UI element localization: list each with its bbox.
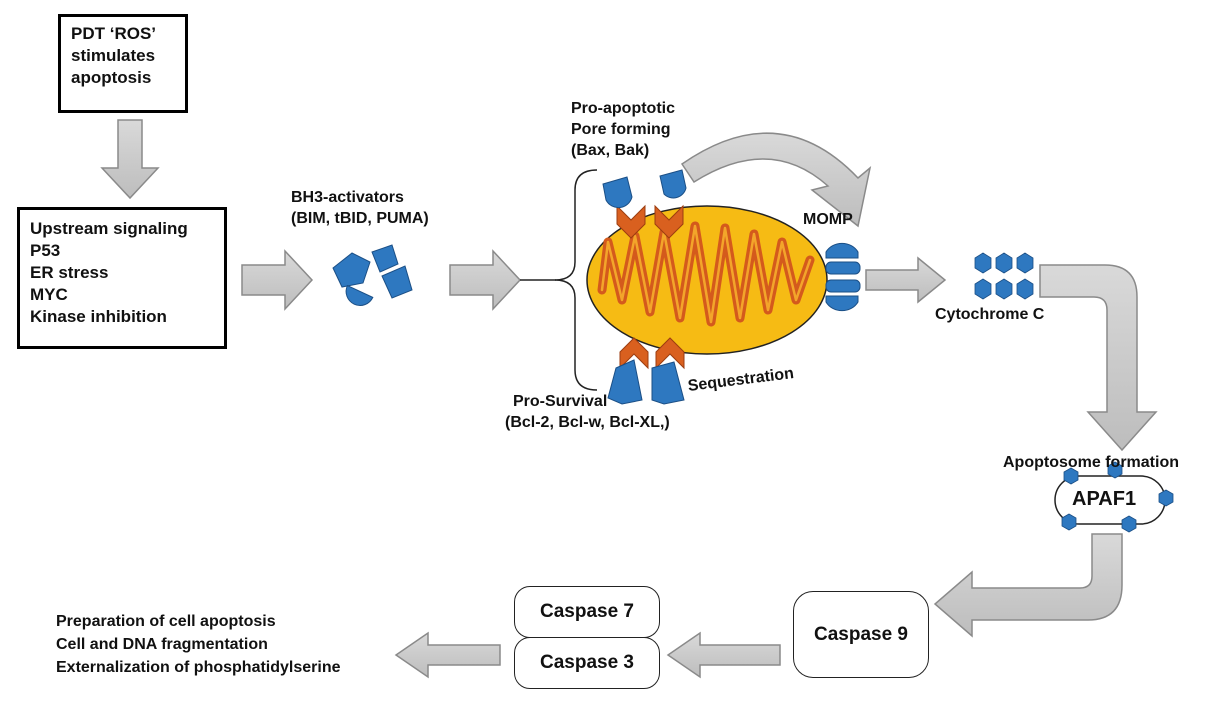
arrow-caspases-to-outcomes	[394, 631, 501, 679]
mitochondrion	[586, 205, 828, 355]
momp-pore	[825, 242, 861, 312]
stimulus-line-2: stimulates	[71, 46, 156, 66]
pro-apoptotic-line-1: Pro-apoptotic	[571, 100, 675, 117]
cytochrome-c-label: Cytochrome C	[935, 306, 1045, 323]
upstream-line-2: P53	[30, 241, 61, 261]
apaf1-label: APAF1	[1072, 488, 1137, 510]
top-chevrons	[616, 204, 684, 239]
down-arrow-stimulus	[100, 119, 160, 200]
elbow-arrow-to-caspase9	[933, 533, 1123, 638]
momp-label: MOMP	[803, 211, 853, 228]
pro-apoptotic-line-2: Pore forming	[571, 120, 671, 138]
bh3-activators-label: BH3-activators (BIM, tBID, PUMA)	[291, 188, 429, 230]
pro-survival-line-2: (Bcl-2, Bcl-w, Bcl-XL,)	[505, 413, 670, 431]
elbow-arrow-to-apoptosome	[1039, 264, 1158, 452]
curved-arrow-to-momp	[680, 132, 872, 228]
cytochrome-c-molecules	[974, 252, 1034, 300]
upstream-line-3: ER stress	[30, 263, 109, 283]
caspase9-node: Caspase 9	[793, 591, 929, 678]
arrow-momp-to-cytochrome	[865, 256, 947, 304]
upstream-line-5: Kinase inhibition	[30, 307, 167, 327]
arrow-upstream-to-bh3	[241, 249, 314, 311]
apoptosis-outcomes: Preparation of cell apoptosis Cell and D…	[56, 610, 341, 680]
pro-survival-proteins	[607, 359, 685, 405]
apoptosome-formation-label: Apoptosome formation	[1003, 454, 1179, 471]
arrow-caspase9-to-caspase7	[666, 631, 781, 679]
pro-survival-label: Pro-Survival (Bcl-2, Bcl-w, Bcl-XL,)	[505, 392, 670, 434]
pore-forming-proteins	[602, 169, 687, 209]
stimulus-line-3: apoptosis	[71, 68, 152, 88]
stimulus-box: PDT ‘ROS’ stimulates apoptosis	[58, 14, 188, 113]
caspase7-node: Caspase 7	[514, 586, 660, 638]
upstream-line-4: MYC	[30, 285, 68, 305]
pro-apoptotic-line-3: (Bax, Bak)	[571, 141, 650, 159]
upstream-signaling-box: Upstream signaling P53 ER stress MYC Kin…	[17, 207, 227, 349]
caspase3-node: Caspase 3	[514, 637, 660, 689]
stimulus-line-1: PDT ‘ROS’	[71, 24, 157, 43]
outcome-line-2: Cell and DNA fragmentation	[56, 636, 268, 654]
bottom-chevrons	[619, 337, 685, 370]
bh3-line-1: BH3-activators	[291, 189, 404, 206]
pro-survival-line-1: Pro-Survival	[513, 393, 608, 410]
upstream-line-1: Upstream signaling	[30, 219, 188, 238]
outcome-line-3: Externalization of phosphatidylserine	[56, 659, 341, 677]
apaf1-complex	[1054, 461, 1174, 533]
bh3-line-2: (BIM, tBID, PUMA)	[291, 209, 429, 227]
arrow-bh3-to-mitochondria	[449, 249, 522, 311]
pro-apoptotic-label: Pro-apoptotic Pore forming (Bax, Bak)	[571, 99, 675, 161]
outcome-line-1: Preparation of cell apoptosis	[56, 613, 276, 630]
bh3-activator-proteins	[332, 244, 413, 306]
